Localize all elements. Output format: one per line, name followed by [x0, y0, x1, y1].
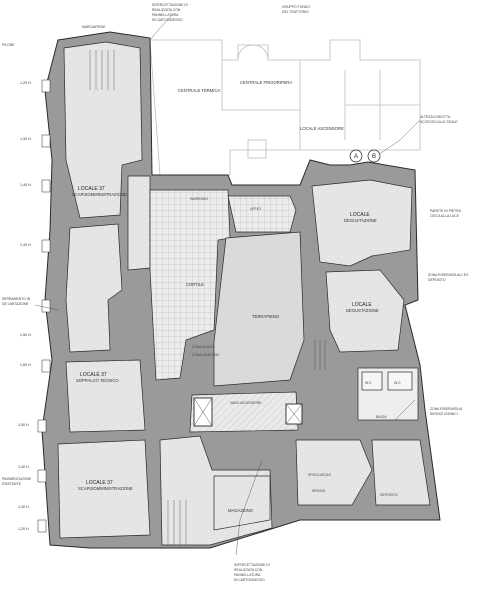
room-spogliatoio: SPOGLIATOIO	[308, 473, 331, 477]
dimension-labels: 1,20 H. 1,30 H. 1,40 H. 1,40 H. 1,50 H. …	[18, 81, 32, 531]
room-wc-1: W.C.	[365, 381, 372, 385]
room-ingresso: INGRESSO	[190, 197, 208, 201]
room-centrale-frigorifera: CENTRALE FRIGORIFERA	[240, 80, 292, 85]
room-locale-37-bot: LOCALE 37	[86, 480, 113, 486]
note-bottom-2: REALIZZATA CON	[234, 568, 263, 572]
room-uffici: UFFICI	[250, 207, 261, 211]
note-right-6: SERVIZI IGIENICI	[430, 412, 458, 416]
note-top-center-1: INTERCETTAZIONE DI	[152, 3, 188, 7]
note-top-left-1: PILONE	[2, 43, 15, 47]
room-labels: CENTRALE TERMICA CENTRALE FRIGORIFERA LO…	[72, 80, 401, 513]
note-left-3: PAVIMENTAZIONE	[2, 477, 32, 481]
room-servizi: SERVIZI	[312, 489, 325, 493]
room-locale-right-2-sub: DEGUSTAZIONE	[346, 308, 379, 313]
note-right-4: CIECA ALLA LUCE	[430, 214, 460, 218]
room-locale-37-mid: LOCALE 37	[80, 372, 107, 378]
marker-a: A	[354, 154, 358, 160]
section-markers: A B	[349, 149, 381, 163]
note-top-center-4: IN CARTONGESSO	[152, 18, 183, 22]
leader-lines	[34, 13, 421, 556]
room-centrale-termica: CENTRALE TERMICA	[178, 88, 220, 93]
room-vano-ascensore: VANO ASCENSORE	[230, 401, 262, 405]
room-zona-scavo: ZONA SCAVO	[192, 345, 214, 349]
note-bottom-3: PANNELLATURA	[234, 573, 261, 577]
room-magazzino: MAGAZZINO	[228, 508, 254, 513]
room-locale-37-top: LOCALE 37	[78, 186, 105, 192]
room-locale-37-mid-sub: SOPPALCO TECNICO	[76, 378, 119, 383]
dim-8: 1,40 H.	[18, 465, 30, 469]
note-left-2: DE LIMITAZIONE	[2, 302, 29, 306]
dim-7: 1,50 H.	[18, 423, 30, 427]
note-right-3: PARETE IN PIETRA	[430, 209, 462, 213]
note-top-right-1: GRUPPO FONDO	[282, 5, 310, 9]
window-openings	[37, 79, 51, 533]
dim-4: 1,40 H.	[20, 243, 32, 247]
note-right-8: DEPOSITO	[428, 278, 446, 282]
dim-9: 1,30 H.	[18, 505, 30, 509]
rooms-layer	[57, 41, 431, 546]
note-top-right-2: DEL TRATTORIO	[282, 10, 309, 14]
room-terrapieno: TERRAPIENO	[252, 314, 280, 319]
dim-6: 1,60 H.	[20, 363, 32, 367]
note-right-2: ACCESSO ALLE SCALE	[420, 120, 458, 124]
note-bottom-1: INTERCETTAZIONE DI	[234, 563, 270, 567]
room-zona-lavaggio: ZONA LAVAGGIO	[192, 353, 220, 357]
room-locale-37-bot-sub: SCAPISOMMINISTRAZIONE	[78, 486, 133, 491]
dim-10: 1,20 H.	[18, 527, 30, 531]
dim-2: 1,30 H.	[20, 137, 32, 141]
room-locale-right-2: LOCALE	[352, 302, 372, 308]
room-locale-right-1-sub: DEGUSTAZIONE	[344, 218, 377, 223]
marker-b: B	[372, 154, 376, 160]
note-right-1: ALTEZZA RIDOTTA	[420, 115, 451, 119]
note-bottom-4: IN CARTONGESSO	[234, 578, 265, 582]
dim-5: 1,50 H.	[20, 333, 32, 337]
room-cortile: CORTILE	[186, 282, 204, 287]
room-locale-37-top-sub: SCAPISOMMINISTRAZIONE	[72, 192, 127, 197]
note-top-center-2: REALIZZATA CON	[152, 8, 181, 12]
room-bagni: BAGNI	[376, 415, 387, 419]
room-wc-2: W.C.	[394, 381, 401, 385]
note-top-center-3: PANNELLATURA	[152, 13, 179, 17]
dim-3: 1,40 H.	[20, 183, 32, 187]
note-right-5: ZONA RISERVATA AI	[430, 407, 462, 411]
room-locale-right-1: LOCALE	[350, 212, 370, 218]
room-deposito: DEPOSITO	[380, 493, 398, 497]
dim-1: 1,20 H.	[20, 81, 32, 85]
note-left-4: ESISTENTE	[2, 482, 22, 486]
room-locale-ascensore: LOCALE ASCENSORE	[300, 126, 344, 131]
neighbouring-buildings	[149, 39, 421, 176]
note-top-left-2: MARCIAPIEDE	[82, 25, 106, 29]
note-right-7: ZONA RISERVATA ALL'EX	[428, 273, 469, 277]
note-left-1: SERRAMENTO IN	[2, 297, 31, 301]
annotations: PILONE MARCIAPIEDE INTERCETTAZIONE DI RE…	[2, 3, 469, 582]
